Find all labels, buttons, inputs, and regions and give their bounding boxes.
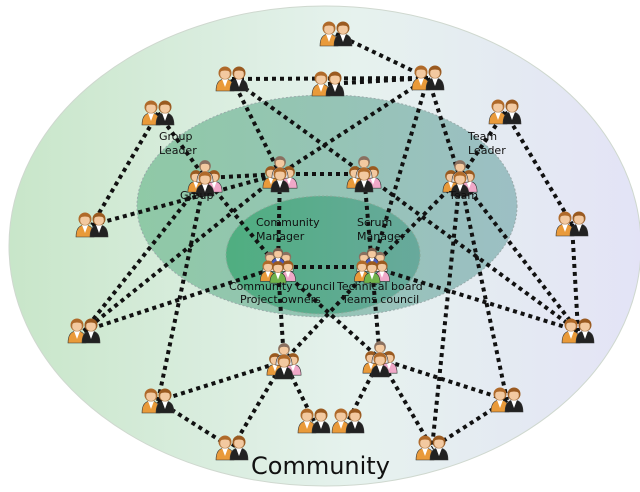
label-group-leader-1: Group (159, 130, 193, 143)
person-icon-rr (488, 99, 522, 125)
person-icon-rr2 (561, 318, 595, 344)
person-icon-blb (215, 435, 249, 461)
person-icon-team (442, 160, 478, 197)
person-icon-m2 (346, 156, 382, 193)
people (67, 21, 595, 461)
connection-tr-tb (370, 77, 430, 268)
connection-team-br (458, 177, 509, 401)
connection-b2-br (379, 357, 508, 402)
connection-tr-m1 (278, 76, 430, 176)
label-group-leader-2: Leader (159, 144, 197, 157)
connection-rr-rm (503, 110, 574, 226)
connection-b1-bl (157, 359, 285, 403)
person-icon-brb (415, 435, 449, 461)
label-project-owners: Project owners (240, 293, 321, 306)
person-icon-grp (187, 160, 223, 197)
label-technical-board: Technical board (336, 280, 423, 293)
connection-rr2-tb (371, 265, 579, 333)
person-icon-tl (215, 66, 249, 92)
person-icon-ll (141, 100, 175, 126)
person-icon-b2 (362, 341, 398, 378)
connection-tb-b1 (282, 265, 374, 363)
person-icon-bc1 (297, 408, 331, 434)
connection-m1-ll2 (82, 172, 282, 333)
connection-grp-ll2 (82, 176, 207, 333)
person-icon-tr (411, 65, 445, 91)
connection-team-brb (430, 177, 462, 449)
connection-cc-b2 (276, 265, 382, 361)
connection-rr-team (458, 110, 507, 180)
person-icon-cc (260, 247, 296, 284)
connection-team-rr2 (458, 176, 580, 333)
title-community: Community (251, 452, 390, 480)
council-ellipse (225, 195, 421, 315)
label-scrum-manager-2: Manager (357, 230, 406, 243)
connection-tl-m2 (230, 77, 366, 176)
person-icon-tc (311, 71, 345, 97)
person-icon-tb (354, 247, 390, 284)
person-icon-bl (141, 388, 175, 414)
connection-ll-grp (156, 111, 207, 180)
label-scrum-manager-1: Scrum (357, 216, 392, 229)
connection-team-tb (370, 176, 462, 269)
label-community-council: Community council (229, 280, 335, 293)
person-icon-lm (75, 212, 109, 238)
person-icon-b1 (266, 343, 302, 380)
connection-tr-team (426, 77, 462, 179)
label-team-leader-2: Leader (468, 144, 506, 157)
person-icon-rm (555, 211, 589, 237)
person-icon-bc2 (331, 408, 365, 434)
connection-tc-tr (327, 76, 429, 86)
label-community-manager-1: Community (256, 216, 320, 229)
person-icon-m1 (262, 156, 298, 193)
connection-ll-lm (90, 111, 160, 227)
label-community-manager-2: Manager (256, 230, 305, 243)
connection-rm-rr2 (570, 223, 580, 332)
connection-lm-m1 (91, 172, 281, 227)
person-icon-top (319, 21, 353, 47)
labels: Group Leader Group Community Manager Scr… (159, 130, 506, 480)
label-teams-council: Teams council (341, 293, 419, 306)
label-team: Team (448, 189, 478, 202)
connection-grp-bl (156, 177, 207, 402)
label-group: Group (180, 189, 214, 202)
connection-tl-m1 (230, 78, 282, 175)
person-icon-ll2 (67, 318, 101, 344)
label-team-leader-1: Team (467, 130, 497, 143)
person-icon-br (490, 387, 524, 413)
connection-ll2-cc (83, 265, 279, 333)
